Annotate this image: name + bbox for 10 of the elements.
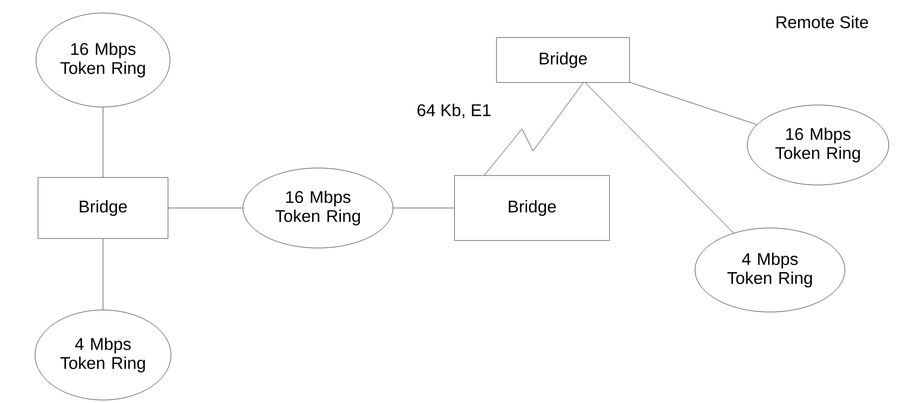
bridge-box: Bridge: [454, 175, 610, 241]
link-line: [102, 107, 104, 178]
site-label: Remote Site: [776, 16, 868, 28]
link-line: [102, 238, 104, 310]
link-line: [585, 82, 734, 234]
link-line: [630, 82, 758, 125]
bridge-box: Bridge: [38, 177, 168, 239]
bridge-box: Bridge: [496, 37, 630, 83]
link-line: [484, 82, 584, 176]
edge-label: 64 Kb, E1: [418, 104, 490, 118]
